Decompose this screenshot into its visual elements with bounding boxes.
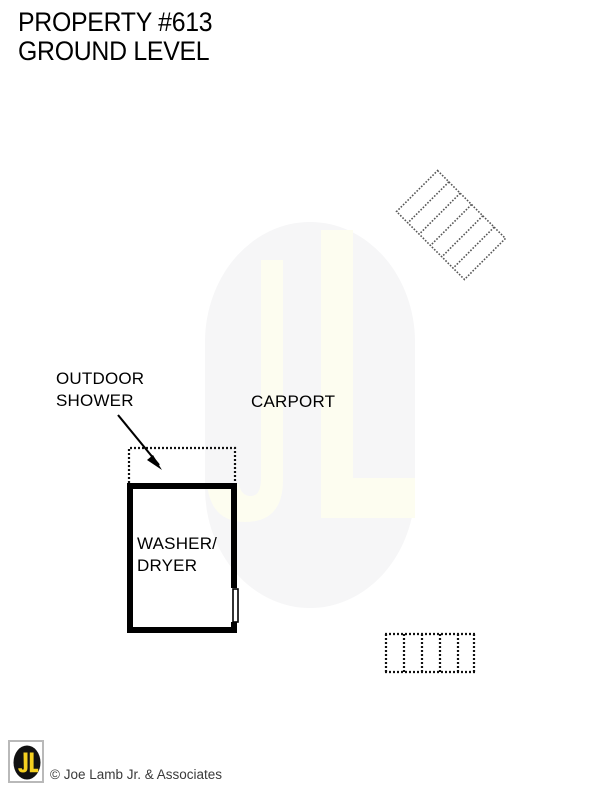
- watermark-jl-monogram: [207, 230, 415, 522]
- page-title: PROPERTY #613 GROUND LEVEL: [18, 8, 229, 65]
- title-line-property: PROPERTY #613: [18, 7, 213, 37]
- washer-dryer-room-walls: [127, 483, 237, 633]
- copyright-text: © Joe Lamb Jr. & Associates: [50, 767, 223, 782]
- title-line-level: GROUND LEVEL: [18, 35, 210, 66]
- label-outdoor-shower-line-1: OUTDOOR: [56, 369, 145, 388]
- stair-lower-right-icon: [384, 632, 476, 674]
- footer: © Joe Lamb Jr. & Associates: [8, 740, 222, 783]
- leader-arrow-icon: [117, 414, 162, 470]
- logo-inner: [12, 744, 41, 780]
- door-opening-icon: [232, 588, 239, 623]
- label-carport: CARPORT: [251, 392, 336, 411]
- label-washer-dryer: WASHER/ DRYER: [137, 533, 217, 577]
- label-washer-dryer-line-2: DRYER: [137, 555, 198, 575]
- watermark-pill-shape: [205, 222, 415, 608]
- outdoor-shower-enclosure: [127, 446, 237, 483]
- label-washer-dryer-line-1: WASHER/: [137, 534, 218, 553]
- label-outdoor-shower: OUTDOOR SHOWER: [56, 368, 144, 412]
- logo-jl-icon: [13, 745, 41, 780]
- label-outdoor-shower-line-2: SHOWER: [56, 390, 134, 410]
- stair-upper-right-icon: [395, 169, 507, 281]
- company-logo: [8, 740, 44, 783]
